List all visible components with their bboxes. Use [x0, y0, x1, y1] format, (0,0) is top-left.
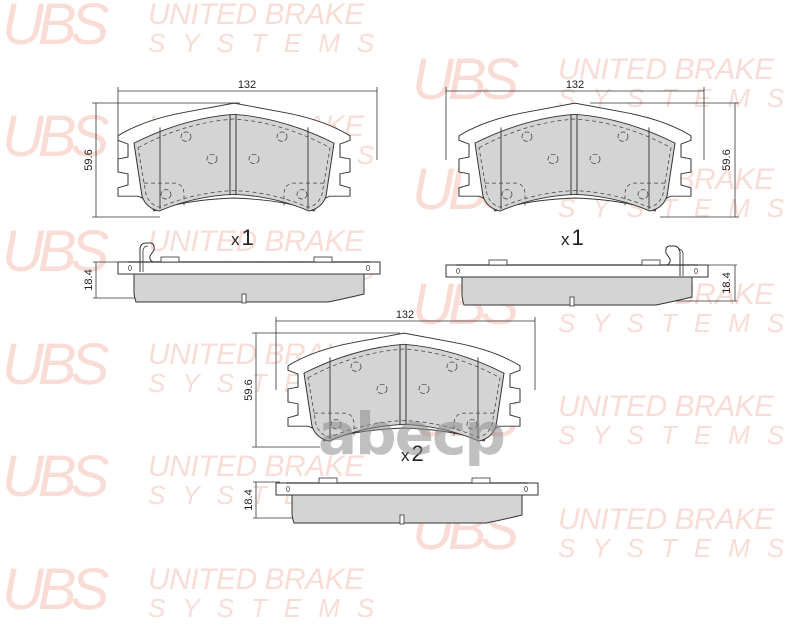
brake-pad-technical-drawing: 132 59.6 x1 18.4 132 59.6 x1 18.4: [83, 79, 739, 525]
pad-top-right: 132 59.6 x1 18.4: [445, 79, 739, 307]
quantity-label: x2: [401, 441, 424, 466]
pad-bottom: 132 59.6 x2 18.4: [243, 309, 539, 525]
height-dimension: 59.6: [243, 379, 255, 400]
overlay-watermark: аbеср: [318, 400, 506, 468]
quantity-label: x1: [231, 225, 254, 250]
quantity-label: x1: [561, 225, 584, 250]
width-dimension: 132: [566, 79, 584, 91]
width-dimension: 132: [396, 309, 414, 321]
width-dimension: 132: [238, 79, 256, 91]
thickness-dimension: 18.4: [721, 272, 733, 293]
thickness-dimension: 18.4: [243, 489, 255, 510]
thickness-dimension: 18.4: [83, 269, 95, 290]
height-dimension: 59.6: [83, 149, 95, 170]
height-dimension: 59.6: [721, 149, 733, 170]
pad-top-left: 132 59.6 x1 18.4: [83, 79, 381, 304]
